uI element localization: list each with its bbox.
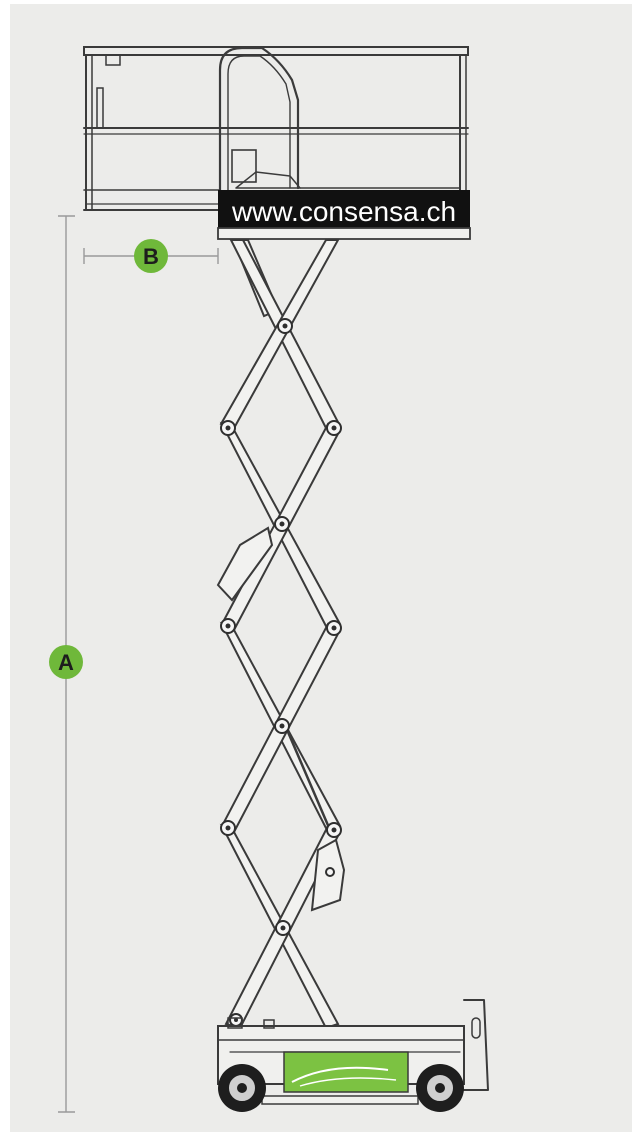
platform-guardrail (83, 46, 469, 211)
rear-bracket (463, 999, 489, 1091)
platform-deck (217, 227, 471, 240)
dimension-a-badge (49, 645, 83, 679)
platform-banner: www.consensa.ch (217, 190, 471, 240)
scissor-mechanism (216, 239, 346, 1030)
base-panel-logo (291, 1066, 389, 1083)
dimension-b-label: B (143, 244, 159, 269)
dimension-b-badge (134, 239, 168, 273)
banner-text: www.consensa.ch (231, 196, 456, 227)
entry-gate-rail (218, 46, 300, 192)
base-green-panel (283, 1051, 409, 1093)
control-box-icon (231, 149, 257, 183)
dimension-a: A (49, 215, 83, 1113)
guardrail-top-rail (83, 46, 469, 56)
lift-base (217, 999, 489, 1112)
front-wheel (218, 1064, 266, 1112)
guardrail-bracket (105, 54, 121, 66)
rear-wheel (416, 1064, 464, 1112)
dimension-a-label: A (58, 650, 74, 675)
banner-background (218, 190, 470, 228)
dimension-b: B (83, 239, 219, 273)
scissor-pins (220, 318, 342, 1027)
base-skirt (261, 1095, 419, 1105)
